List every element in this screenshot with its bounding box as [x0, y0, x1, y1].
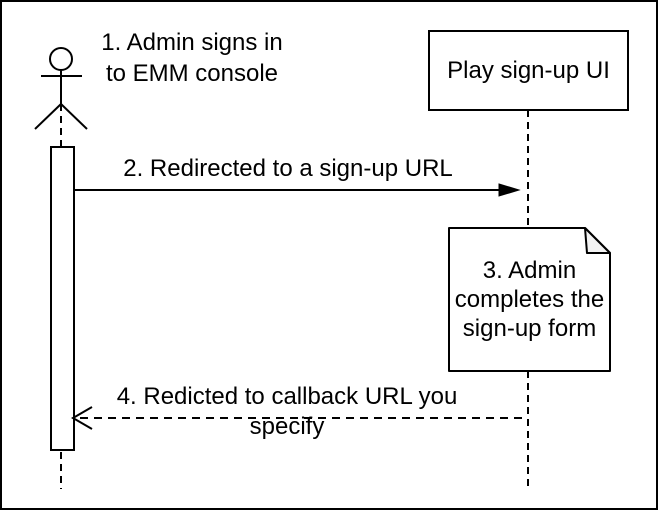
activation-bar: [50, 146, 75, 451]
actor-icon: [34, 47, 88, 130]
actor-leg-right: [60, 103, 88, 130]
note-fold-corner: [584, 227, 611, 254]
message-4-arrow: [71, 406, 523, 430]
actor-leg-left: [34, 103, 62, 130]
actor-head: [49, 47, 73, 71]
note-body: [448, 227, 611, 372]
message-2-arrowhead: [498, 183, 521, 197]
participant-box: [428, 30, 629, 111]
message-4-open-arrowhead: [71, 406, 93, 430]
message-2-arrow: [74, 183, 521, 197]
note-shape: [448, 227, 611, 372]
